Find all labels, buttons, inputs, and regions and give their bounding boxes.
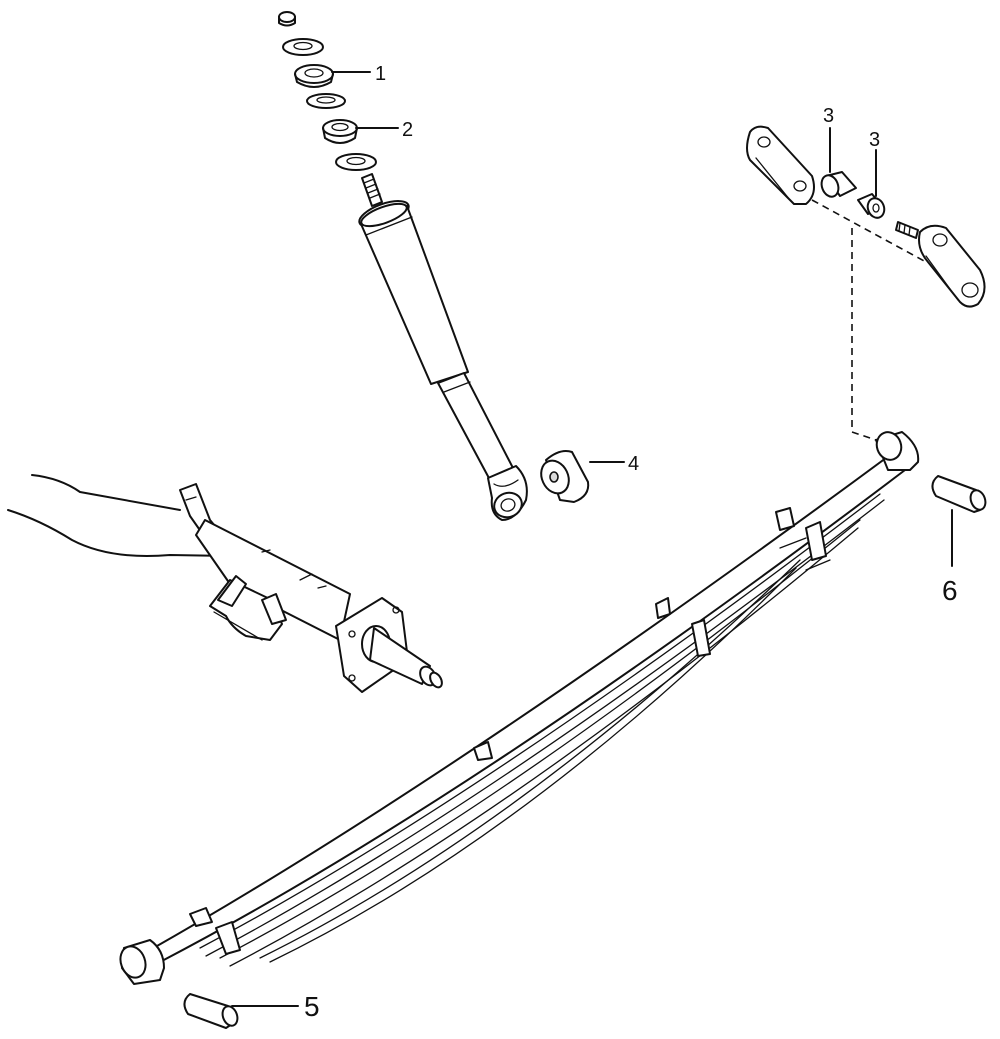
top-nut xyxy=(278,11,296,27)
shackle-bushing-2 xyxy=(857,193,886,219)
callout-3a: 3 xyxy=(823,105,834,127)
callout-1: 1 xyxy=(375,63,386,85)
spring-shackle xyxy=(746,125,986,441)
callout-3b: 3 xyxy=(869,129,880,151)
shackle-bushing-1 xyxy=(820,171,857,198)
callout-5: 5 xyxy=(304,991,320,1022)
leader-lines xyxy=(231,71,953,1007)
front-spring-pin xyxy=(183,993,239,1029)
callout-6: 6 xyxy=(942,575,958,606)
callout-2: 2 xyxy=(402,119,413,141)
upper-rubber-bushing xyxy=(294,64,334,88)
shock-mount-hardware xyxy=(278,11,377,171)
lower-washer xyxy=(335,153,377,171)
upper-washer xyxy=(282,38,324,56)
rear-spring-pin xyxy=(931,475,987,513)
leaf-spring xyxy=(119,431,920,985)
retainer-washer xyxy=(306,93,346,109)
shock-eye-bushing xyxy=(540,450,590,503)
lower-rubber-bushing xyxy=(322,119,358,144)
shock-absorber xyxy=(358,173,528,521)
callout-4: 4 xyxy=(628,453,639,475)
axle-beam xyxy=(7,474,443,693)
